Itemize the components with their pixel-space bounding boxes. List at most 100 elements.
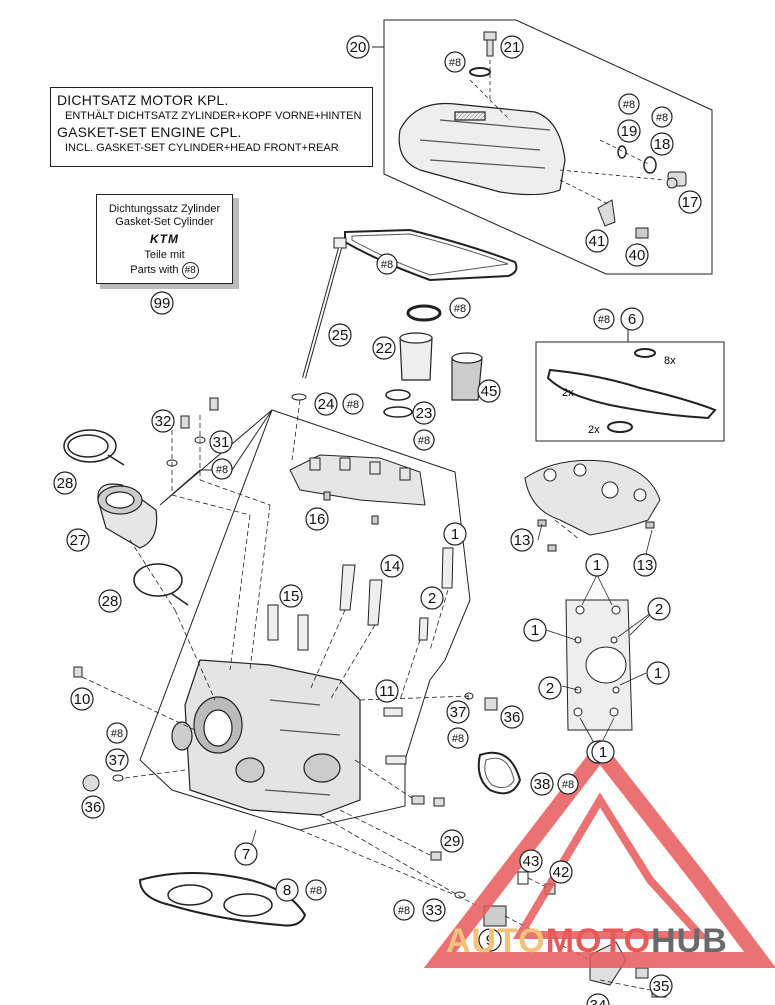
callout-circle bbox=[376, 253, 398, 275]
callout-circle bbox=[53, 471, 77, 495]
callout-label: 15 bbox=[283, 588, 300, 605]
part-number-callout: 1 bbox=[585, 553, 609, 577]
callout-circle bbox=[443, 522, 467, 546]
callout-label: 23 bbox=[416, 405, 433, 422]
callout-label: 28 bbox=[57, 475, 74, 492]
gasket-kit-box: Dichtungssatz Zylinder Gasket-Set Cylind… bbox=[96, 194, 233, 284]
callout-label: 10 bbox=[74, 691, 91, 708]
part-number-callout: 99 bbox=[150, 291, 174, 315]
callout-label: #8 bbox=[418, 435, 430, 447]
ref-callout: #8 bbox=[305, 879, 327, 901]
callout-label: 20 bbox=[350, 39, 367, 56]
callout-label: 18 bbox=[654, 136, 671, 153]
watermark-logo bbox=[423, 738, 775, 968]
ref-callout: #8 bbox=[618, 93, 640, 115]
ref-callout: #8 bbox=[447, 727, 469, 749]
callout-circle bbox=[211, 458, 233, 480]
callout-circle bbox=[70, 687, 94, 711]
part-number-callout: 9 bbox=[478, 928, 502, 952]
callout-circle bbox=[530, 772, 554, 796]
callout-circle bbox=[98, 589, 122, 613]
callout-circle bbox=[523, 618, 547, 642]
part-number-callout: 16 bbox=[305, 507, 329, 531]
callout-label: 37 bbox=[450, 704, 467, 721]
watermark-hub: HUB bbox=[651, 922, 728, 960]
callout-circle bbox=[510, 528, 534, 552]
part-number-callout: 21 bbox=[500, 35, 524, 59]
part-number-callout: 19 bbox=[617, 119, 641, 143]
callout-label: #8 bbox=[398, 905, 410, 917]
callout-label: 6 bbox=[628, 311, 636, 328]
part-number-callout: 23 bbox=[412, 401, 436, 425]
callout-label: 19 bbox=[621, 123, 638, 140]
ref-callout: #8 bbox=[651, 106, 673, 128]
part-number-callout: 13 bbox=[510, 528, 534, 552]
part-number-callout: 15 bbox=[279, 584, 303, 608]
part-number-callout: 37 bbox=[446, 700, 470, 724]
callout-circle bbox=[593, 308, 615, 330]
part-number-callout: 42 bbox=[549, 860, 573, 884]
callout-label: 2 bbox=[655, 601, 663, 618]
part-number-callout: 45 bbox=[477, 379, 501, 403]
part-number-callout: 1 bbox=[591, 740, 615, 764]
part-number-callout: 6 bbox=[620, 307, 644, 331]
callout-label: 8 bbox=[283, 882, 291, 899]
ref-callout: #8 bbox=[557, 773, 579, 795]
callout-circle bbox=[633, 553, 657, 577]
part-number-callout: 14 bbox=[380, 554, 404, 578]
callout-label: 1 bbox=[531, 622, 539, 639]
ref-callout: #8 bbox=[211, 458, 233, 480]
callout-circle bbox=[585, 553, 609, 577]
part-number-callout: 40 bbox=[625, 243, 649, 267]
part-number-callout: 8 bbox=[275, 878, 299, 902]
callout-label: 45 bbox=[481, 383, 498, 400]
callout-label: #8 bbox=[598, 314, 610, 326]
callout-circle bbox=[105, 748, 129, 772]
callout-label: 43 bbox=[523, 853, 540, 870]
gasket-main-line1: DICHTSATZ MOTOR KPL. bbox=[57, 92, 229, 108]
part-number-callout: 17 bbox=[678, 190, 702, 214]
callout-label: 32 bbox=[155, 413, 172, 430]
callout-label: 27 bbox=[70, 532, 87, 549]
callout-label: 22 bbox=[376, 340, 393, 357]
callout-label: 33 bbox=[426, 902, 443, 919]
callout-label: 2 bbox=[428, 590, 436, 607]
callout-label: 40 bbox=[629, 247, 646, 264]
callout-circle bbox=[66, 528, 90, 552]
callout-label: 25 bbox=[332, 327, 349, 344]
callout-circle bbox=[412, 401, 436, 425]
callout-label: 2 bbox=[546, 680, 554, 697]
callout-label: #8 bbox=[111, 728, 123, 740]
callout-label: #8 bbox=[454, 303, 466, 315]
callout-circle bbox=[500, 705, 524, 729]
callout-circle bbox=[549, 860, 573, 884]
part-number-callout: 37 bbox=[105, 748, 129, 772]
part-number-callout: 24 bbox=[314, 392, 338, 416]
callout-circle bbox=[328, 323, 352, 347]
callout-circle bbox=[557, 773, 579, 795]
callout-label: 1 bbox=[654, 665, 662, 682]
part-number-callout: 2 bbox=[647, 597, 671, 621]
callout-circle bbox=[380, 554, 404, 578]
callout-label: 11 bbox=[379, 683, 395, 700]
callout-label: 36 bbox=[85, 799, 102, 816]
callout-circle bbox=[342, 393, 364, 415]
callout-circle bbox=[500, 35, 524, 59]
callout-label: 21 bbox=[504, 39, 521, 56]
callout-label: 1 bbox=[451, 526, 459, 543]
callout-circle bbox=[422, 898, 446, 922]
callout-label: #8 bbox=[656, 112, 668, 124]
callout-label: 13 bbox=[514, 532, 531, 549]
part-number-callout: 1 bbox=[523, 618, 547, 642]
ref-callout: #8 bbox=[413, 429, 435, 451]
callout-circle bbox=[446, 700, 470, 724]
callout-circle bbox=[538, 676, 562, 700]
callout-circle bbox=[151, 409, 175, 433]
kit-line2: Gasket-Set Cylinder bbox=[115, 216, 214, 228]
part-number-callout: 41 bbox=[585, 229, 609, 253]
part-number-callout: 38 bbox=[530, 772, 554, 796]
callout-circle bbox=[625, 243, 649, 267]
callout-circle bbox=[591, 740, 615, 764]
